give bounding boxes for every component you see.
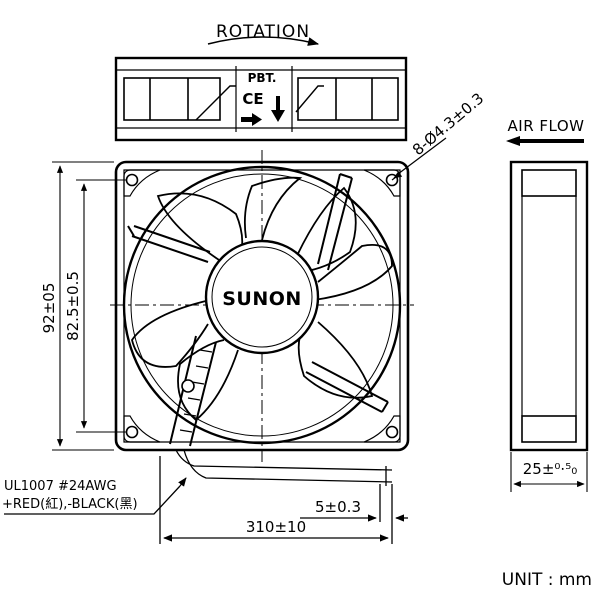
fan-struts (127, 173, 389, 447)
strip-length-dimension: 5±0.3 (315, 498, 361, 516)
fan-hub (204, 239, 320, 355)
top-view (114, 36, 408, 142)
unit-note: UNIT : mm (502, 570, 592, 590)
air-flow-arrow-icon (506, 136, 584, 146)
height-hole-pitch-dimension: 82.5±0.5 (64, 271, 82, 341)
air-flow-label: AIR FLOW (508, 117, 585, 135)
wire-colors-label: +RED(紅),-BLACK(黑) (2, 497, 138, 512)
vertical-dimensions (52, 161, 126, 451)
fan-frame (114, 160, 410, 452)
arrow-down-icon (271, 96, 285, 122)
brand-logo-text: SUNON (222, 288, 302, 310)
depth-dimension: 25±⁰⋅⁵₀ (523, 460, 577, 478)
mounting-hole-dimension: 8-Ø4.3±0.3 (409, 89, 487, 159)
mounting-hole-bottom-right (363, 415, 401, 443)
mounting-hole-callout (391, 137, 447, 181)
mounting-hole-bottom-left (123, 415, 161, 443)
wire-leads (4, 449, 408, 544)
mounting-hole-top-right (363, 169, 401, 197)
height-outer-dimension: 92±05 (40, 283, 58, 334)
ce-mark: CE (242, 90, 263, 108)
cable-grommet-icon (181, 379, 195, 393)
side-view (506, 136, 589, 492)
side-view-housing (509, 160, 589, 452)
venturi-ring (122, 165, 402, 445)
arrow-right-icon (241, 113, 262, 126)
rotation-arc (207, 36, 320, 46)
material-label: PBT. (248, 71, 277, 85)
top-view-housing (114, 56, 408, 142)
wire-spec-label: UL1007 #24AWG (4, 479, 117, 494)
mounting-hole-top-left (123, 169, 161, 197)
rotation-label: ROTATION (216, 22, 310, 42)
front-view (110, 150, 414, 462)
lead-length-dimension: 310±10 (246, 518, 306, 536)
